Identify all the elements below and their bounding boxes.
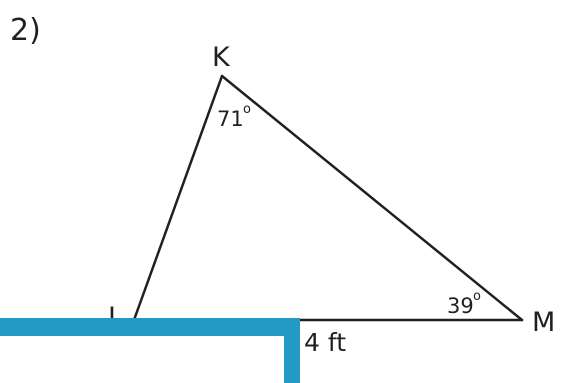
angle-K-degree: o <box>243 102 251 117</box>
vertex-label-K: K <box>212 42 231 73</box>
side-KM <box>220 74 524 322</box>
vertex-label-M: M <box>532 307 555 338</box>
angle-M-degree: o <box>473 289 481 304</box>
problem-number: 2) <box>10 13 41 48</box>
side-LM-length: 4 ft <box>304 328 346 357</box>
side-KL <box>132 74 224 322</box>
angle-K-value: 71 <box>217 107 244 131</box>
overlay-bar <box>0 318 300 383</box>
angle-M-value: 39 <box>447 294 474 318</box>
